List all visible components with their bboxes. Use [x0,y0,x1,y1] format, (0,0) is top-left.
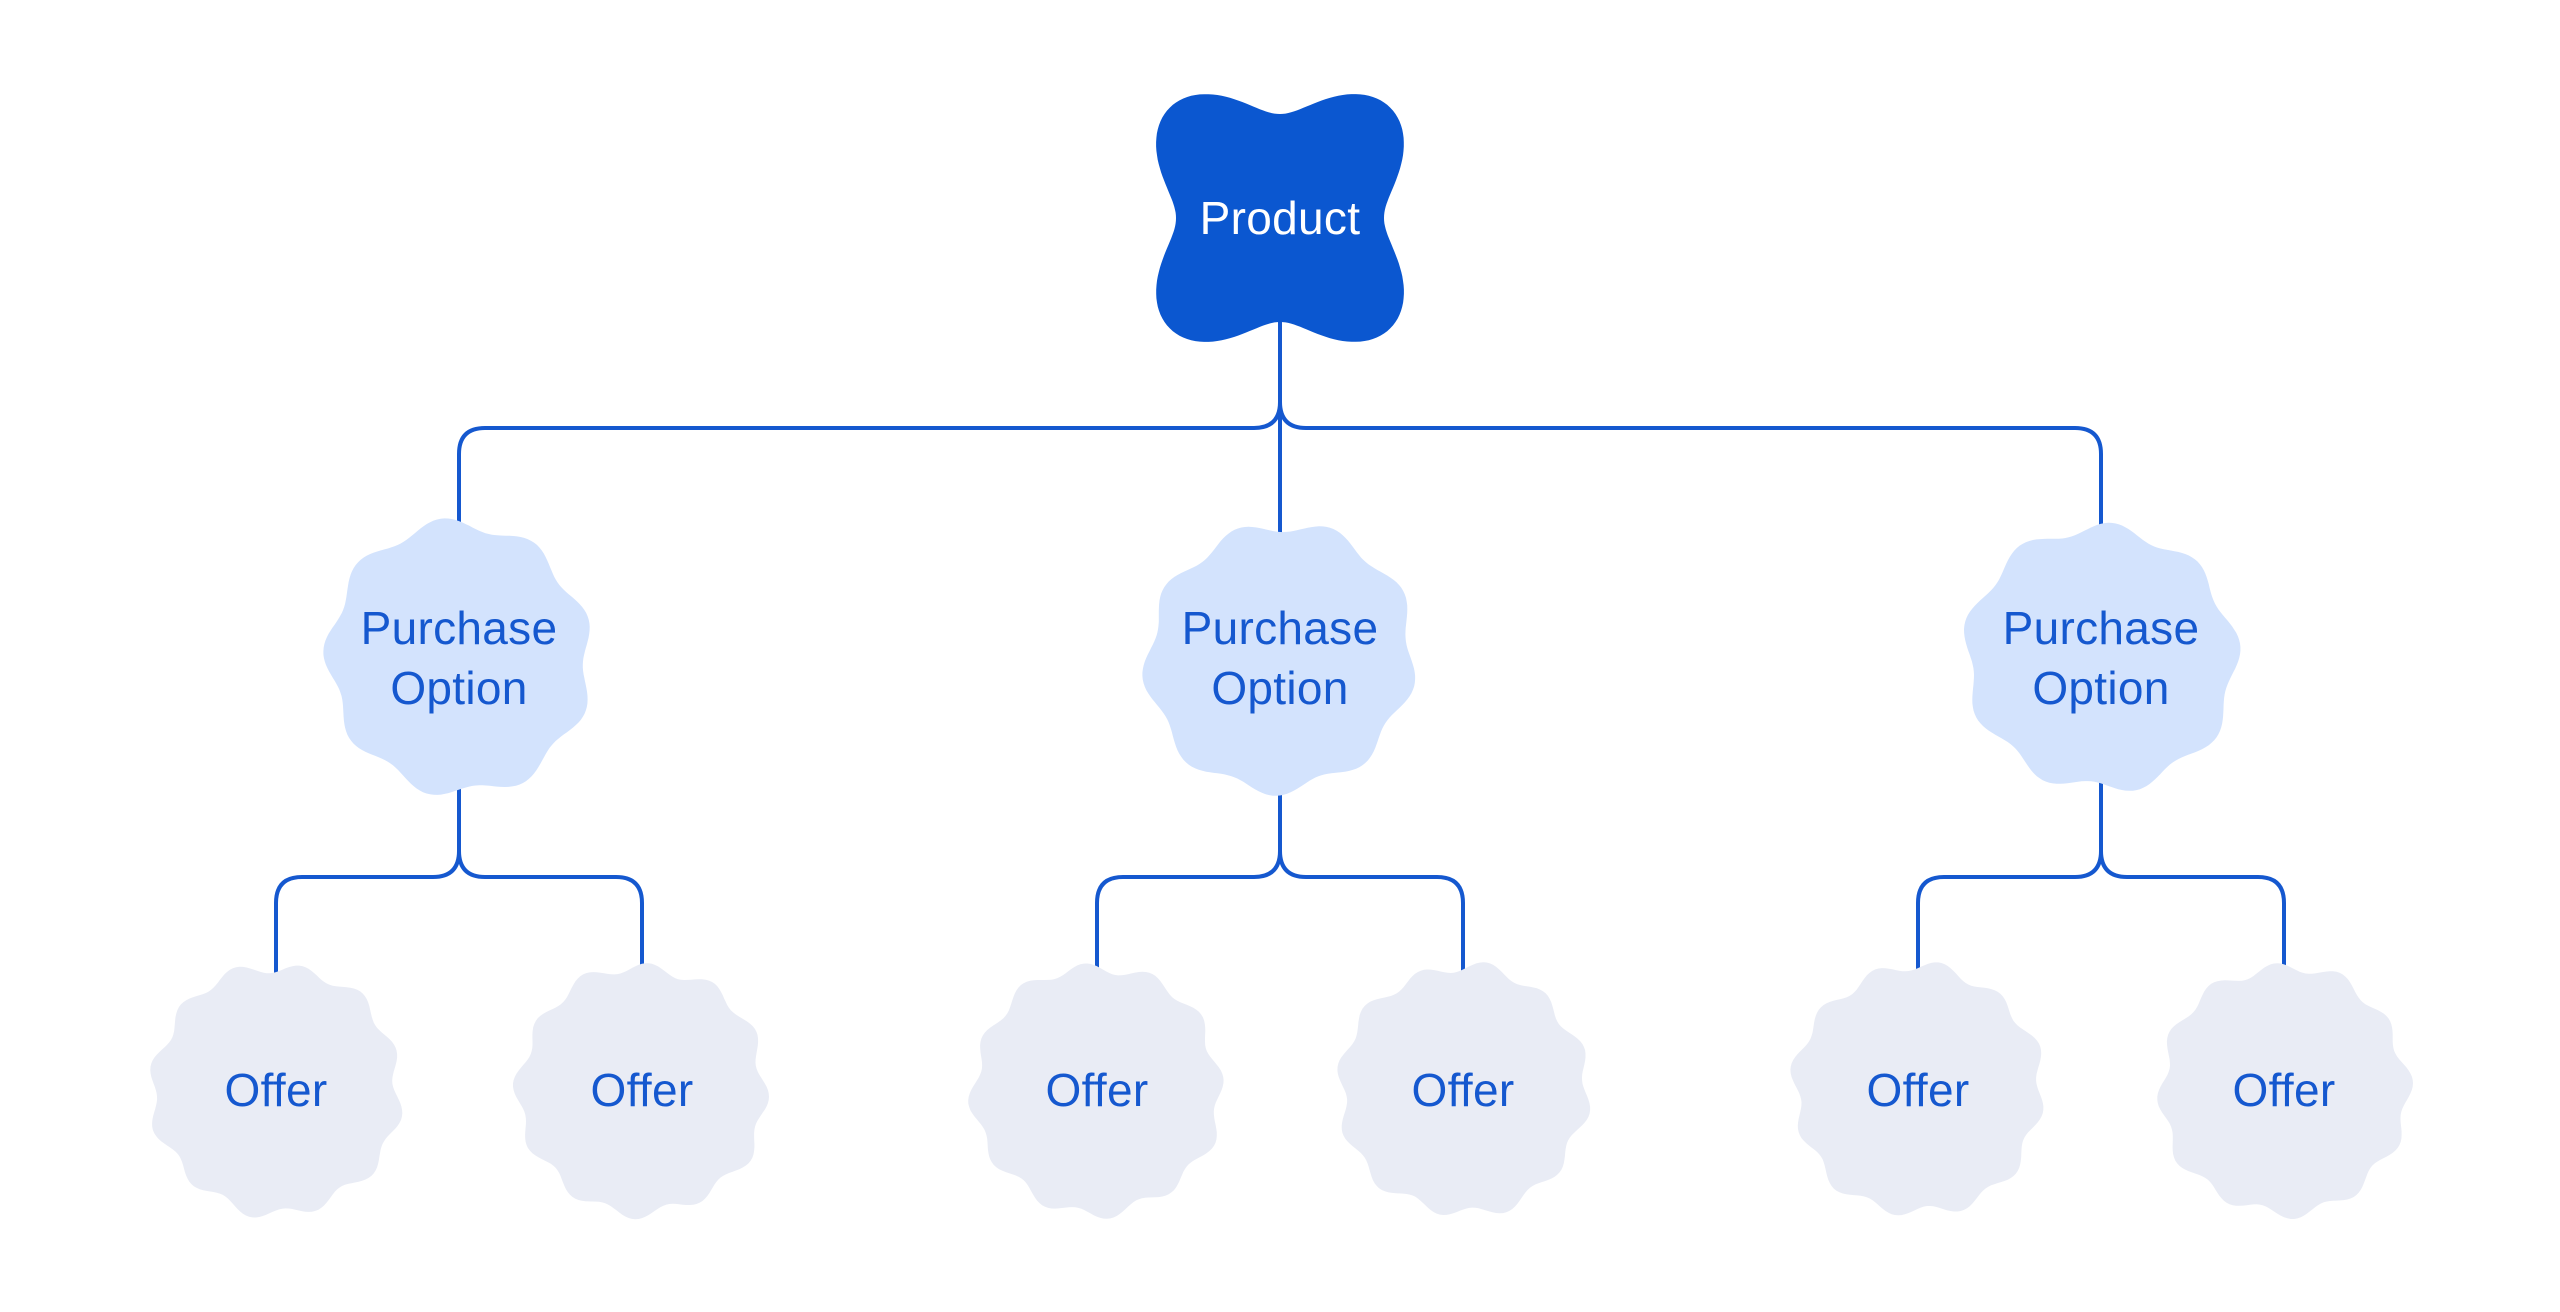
product-node: Product [1120,58,1440,378]
purchase-option-blob [1964,522,2241,791]
offer-shape [1790,962,2044,1216]
product-label: Product [1199,192,1361,244]
offer-blob [513,963,769,1220]
offer-shape [968,963,1224,1219]
connector-purchase-option-1-to-offer-1 [274,658,461,1090]
purchase-option-node-2: Purchase Option [1120,498,1440,818]
offer-blob [1337,962,1591,1215]
connector-purchase-option-2-to-offer-3 [1095,658,1282,1090]
offer-label: Offer [1411,1064,1515,1116]
offer-node-6: Offer [2124,930,2444,1250]
connector-purchase-option-3-to-offer-5 [1916,658,2103,1090]
purchase-option-node-1: Purchase Option [299,498,619,818]
connector-purchase-option-1-to-offer-2 [457,658,644,1090]
offer-label: Offer [590,1064,694,1116]
purchase-option-shape [323,518,590,795]
offer-node-1: Offer [116,930,436,1250]
offer-node-5: Offer [1758,930,2078,1250]
offer-node-2: Offer [482,930,802,1250]
offer-blob [150,965,403,1218]
offer-label: Offer [2232,1064,2336,1116]
purchase-option-blob [323,518,590,795]
offer-shape [2157,963,2413,1219]
offer-label: Offer [1866,1064,1970,1116]
offer-label: Offer [224,1064,328,1116]
purchase-option-label: Purchase Option [1181,602,1379,714]
connector-purchase-option-2-to-offer-4 [1278,658,1465,1090]
product-shape [1156,94,1404,342]
purchase-option-shape [1964,522,2241,791]
offer-node-3: Offer [937,930,1257,1250]
offer-blob [1790,962,2044,1216]
offer-label: Offer [1045,1064,1149,1116]
connector-purchase-option-3-to-offer-6 [2099,658,2286,1090]
offer-shape [513,963,769,1220]
product-blob [1156,94,1404,342]
purchase-option-label: Purchase Option [2002,602,2200,714]
offer-node-4: Offer [1303,930,1623,1250]
purchase-option-shape [1142,526,1416,796]
offer-blob [2157,963,2413,1219]
connector-product-to-purchase-option-3 [1278,218,2103,658]
offer-shape [150,965,403,1218]
purchase-option-node-3: Purchase Option [1941,498,2261,818]
offer-blob [968,963,1224,1219]
purchase-option-label: Purchase Option [360,602,558,714]
purchase-option-blob [1142,526,1416,796]
offer-shape [1337,962,1591,1215]
